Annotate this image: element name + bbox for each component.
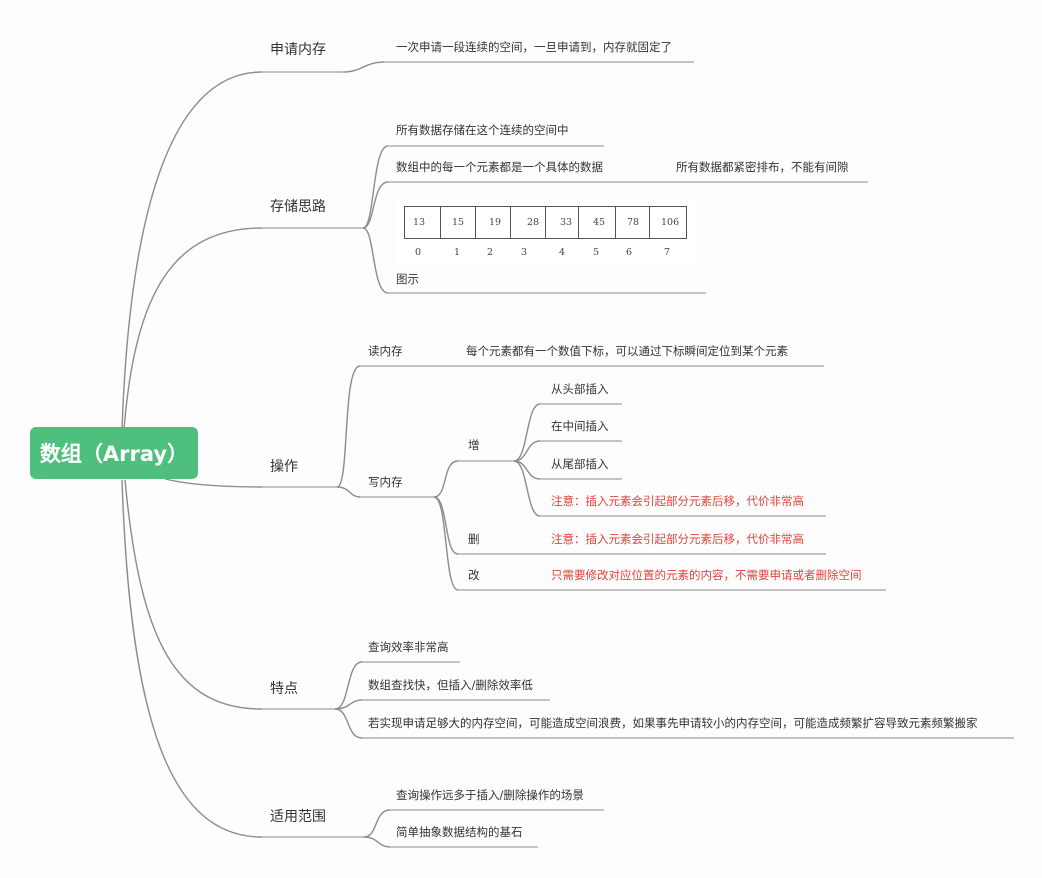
connector-operations: [164, 478, 263, 488]
array-index: 7: [664, 247, 671, 258]
array-cell: 45: [578, 206, 615, 239]
write-add[interactable]: 增: [468, 438, 480, 452]
array-cell-value: 78: [627, 217, 640, 228]
feature-item[interactable]: 数组查找快，但插入/删除效率低: [368, 678, 533, 692]
branch-operations[interactable]: 操作: [270, 459, 298, 475]
delete-warning[interactable]: 注意：插入元素会引起部分元素后移，代价非常高: [551, 532, 804, 546]
scope-item[interactable]: 简单抽象数据结构的基石: [396, 825, 523, 839]
connector-memory: [121, 71, 263, 431]
array-cell: 78: [615, 206, 649, 239]
operation-read[interactable]: 读内存: [368, 344, 403, 358]
write-modify[interactable]: 改: [468, 568, 480, 582]
array-cell-value: 45: [593, 217, 606, 228]
array-cell-value: 28: [527, 217, 540, 228]
branch-features[interactable]: 特点: [270, 681, 298, 697]
array-cell: 28: [510, 206, 545, 239]
array-index: 1: [454, 247, 461, 258]
array-index: 0: [415, 247, 422, 258]
storage-item[interactable]: 数组中的每一个元素都是一个具体的数据: [396, 160, 603, 174]
array-cell-value: 33: [560, 217, 573, 228]
operation-read-detail[interactable]: 每个元素都有一个数值下标，可以通过下标瞬间定位到某个元素: [466, 344, 788, 358]
branch-storage[interactable]: 存储思路: [270, 199, 326, 215]
write-delete[interactable]: 删: [468, 532, 480, 546]
array-cell: 19: [475, 206, 510, 239]
array-cell-value: 13: [413, 217, 426, 228]
array-cell: 15: [440, 206, 475, 239]
connector-features: [124, 479, 263, 710]
storage-item[interactable]: 所有数据存储在这个连续的空间中: [396, 123, 569, 137]
memory-item[interactable]: 一次申请一段连续的空间，一旦申请到，内存就固定了: [396, 40, 672, 54]
array-cell: 13: [404, 206, 440, 239]
array-index: 5: [593, 247, 600, 258]
array-cell-value: 106: [661, 217, 680, 228]
array-cell: 106: [649, 206, 687, 239]
branch-scope[interactable]: 适用范围: [270, 809, 326, 825]
array-cell: 33: [545, 206, 578, 239]
operation-write[interactable]: 写内存: [368, 475, 403, 489]
modify-warning[interactable]: 只需要修改对应位置的元素的内容，不需要申请或者删除空间: [551, 568, 862, 582]
storage-note[interactable]: 所有数据都紧密排布，不能有间隙: [676, 160, 849, 174]
feature-item[interactable]: 若实现申请足够大的内存空间，可能造成空间浪费，如果事先申请较小的内存空间，可能造…: [368, 716, 978, 730]
array-figure-image: 13 15 19 28 33 45 78 106 0 1 2 3 4 5 6 7: [396, 199, 696, 265]
add-warning[interactable]: 注意：插入元素会引起部分元素后移，代价非常高: [551, 494, 804, 508]
root-node[interactable]: 数组（Array）: [30, 427, 198, 479]
scope-item[interactable]: 查询操作远多于插入/删除操作的场景: [396, 788, 584, 802]
add-item[interactable]: 从头部插入: [551, 382, 609, 396]
array-cell-value: 15: [452, 217, 465, 228]
connector-storage: [123, 227, 263, 431]
feature-item[interactable]: 查询效率非常高: [368, 640, 449, 654]
array-index: 2: [487, 247, 494, 258]
array-cell-value: 19: [489, 217, 502, 228]
add-item[interactable]: 从尾部插入: [551, 457, 609, 471]
branch-memory[interactable]: 申请内存: [270, 42, 326, 58]
array-index: 6: [626, 247, 633, 258]
array-index: 3: [521, 247, 528, 258]
connector-scope: [121, 479, 263, 838]
add-item[interactable]: 在中间插入: [551, 419, 609, 433]
array-index: 4: [559, 247, 566, 258]
storage-item[interactable]: 图示: [396, 272, 419, 286]
